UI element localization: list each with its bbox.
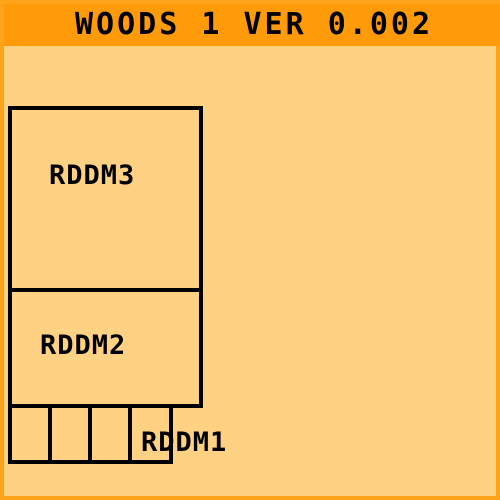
room-1-cell: [8, 404, 52, 464]
room-2-label: RDDM2: [40, 330, 127, 361]
room-1-cell: [128, 404, 173, 464]
room-3-label: RDDM3: [49, 160, 136, 191]
room-1-label: RDDM1: [141, 427, 228, 458]
game-title: WOODS 1 VER 0.002: [74, 7, 434, 42]
room-1-cell: [88, 404, 132, 464]
room-3-box: [8, 106, 203, 292]
title-bar: WOODS 1 VER 0.002: [4, 4, 500, 46]
room-1-cell: [48, 404, 92, 464]
